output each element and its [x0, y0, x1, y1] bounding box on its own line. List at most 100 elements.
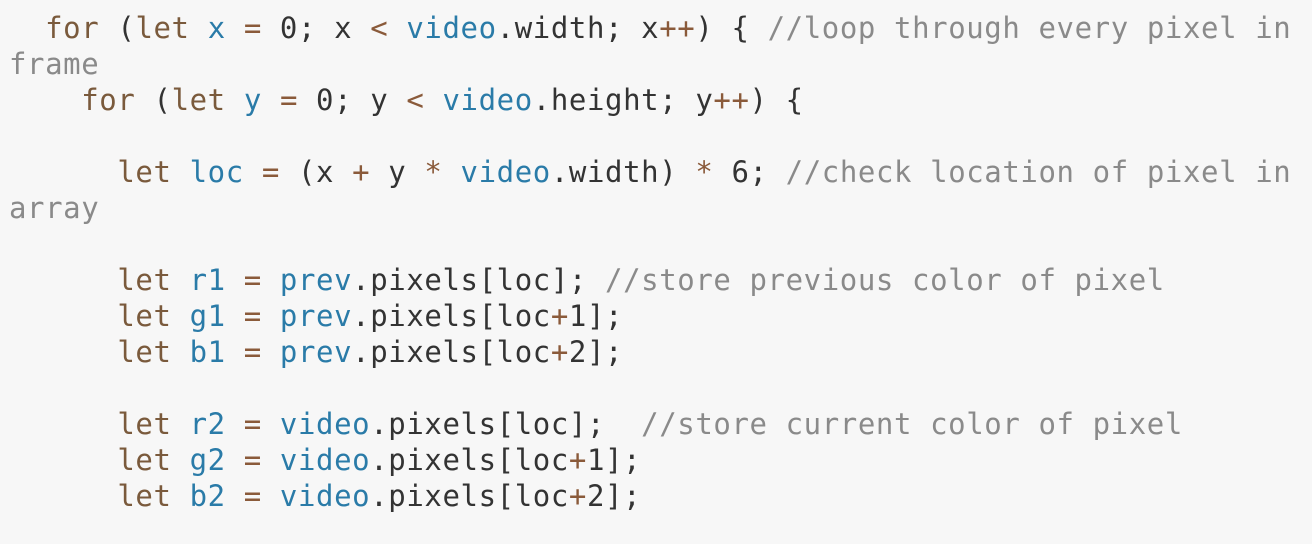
plain-token [9, 155, 117, 189]
identifier-token: video [279, 443, 371, 477]
keyword-token: let [117, 299, 172, 333]
plain-token: .pixels[loc [370, 479, 569, 513]
plain-token [262, 407, 280, 441]
operator-token: + [352, 155, 371, 189]
identifier-token: video [279, 407, 371, 441]
operator-token: = [243, 407, 262, 441]
identifier-token: loc [189, 155, 244, 189]
operator-token: = [243, 335, 262, 369]
operator-token: < [406, 83, 425, 117]
plain-token: .pixels[loc [352, 335, 551, 369]
plain-token: ( [99, 11, 136, 45]
code-line: let g2 = video.pixels[loc+1]; [9, 442, 1304, 478]
plain-token [9, 11, 45, 45]
operator-token: * [695, 155, 714, 189]
plain-token [9, 407, 117, 441]
identifier-token: video [460, 155, 551, 189]
keyword-token: let [135, 11, 190, 45]
identifier-token: b1 [189, 335, 226, 369]
code-line: for (let y = 0; y < video.height; y++) { [9, 82, 1304, 118]
plain-token [442, 155, 460, 189]
plain-token [262, 83, 280, 117]
plain-token: 2]; [568, 335, 624, 369]
operator-token: = [243, 299, 262, 333]
code-line: for (let x = 0; x < video.width; x++) { … [9, 10, 1304, 82]
code-line: let loc = (x + y * video.width) * 6; //c… [9, 154, 1304, 226]
plain-token [9, 263, 117, 297]
identifier-token: r1 [189, 263, 226, 297]
plain-token [9, 83, 81, 117]
plain-token: ( [135, 83, 172, 117]
code-line: let r2 = video.pixels[loc]; //store curr… [9, 406, 1304, 442]
plain-token [244, 155, 262, 189]
plain-token: 1]; [586, 443, 642, 477]
plain-token [262, 479, 280, 513]
identifier-token: b2 [189, 479, 226, 513]
operator-token: * [424, 155, 443, 189]
plain-token [226, 11, 244, 45]
operator-token: = [261, 155, 280, 189]
operator-token: + [550, 299, 569, 333]
plain-token [262, 335, 280, 369]
plain-token: .pixels[loc [352, 299, 551, 333]
identifier-token: video [406, 11, 497, 45]
identifier-token: video [442, 83, 533, 117]
plain-token [262, 299, 280, 333]
identifier-token: g2 [189, 443, 226, 477]
code-line: let b2 = video.pixels[loc+2]; [9, 478, 1304, 514]
plain-token: ) { [749, 83, 804, 117]
identifier-token: prev [279, 335, 353, 369]
plain-token: 0; x [261, 11, 371, 45]
keyword-token: let [117, 443, 172, 477]
plain-token: 6; [713, 155, 786, 189]
plain-token [226, 83, 244, 117]
comment-token: //loop through every pixel in frame [9, 11, 1310, 81]
plain-token [226, 335, 244, 369]
plain-token [226, 407, 244, 441]
operator-token: = [243, 443, 262, 477]
identifier-token: prev [279, 299, 353, 333]
operator-token: ++ [713, 83, 750, 117]
plain-token [9, 479, 117, 513]
plain-token: .pixels[loc [370, 443, 569, 477]
plain-token: y [370, 155, 425, 189]
comment-token: //store previous color of pixel [605, 263, 1165, 297]
plain-token: 2]; [586, 479, 642, 513]
plain-token: .pixels[loc]; [352, 263, 606, 297]
plain-token [172, 335, 190, 369]
code-line: let b1 = prev.pixels[loc+2]; [9, 334, 1304, 370]
plain-token [9, 335, 117, 369]
plain-token: .width) [550, 155, 696, 189]
plain-token [9, 299, 117, 333]
keyword-token: let [117, 479, 172, 513]
keyword-token: let [117, 335, 172, 369]
identifier-token: g1 [189, 299, 226, 333]
code-line [9, 370, 1304, 406]
code-line: let g1 = prev.pixels[loc+1]; [9, 298, 1304, 334]
code-line: let r1 = prev.pixels[loc]; //store previ… [9, 262, 1304, 298]
operator-token: = [243, 11, 262, 45]
plain-token [226, 299, 244, 333]
plain-token [262, 263, 280, 297]
plain-token [9, 443, 117, 477]
plain-token: 0; y [298, 83, 407, 117]
operator-token: = [243, 479, 262, 513]
operator-token: + [568, 479, 587, 513]
plain-token: .height; y [532, 83, 714, 117]
plain-token [190, 11, 208, 45]
identifier-token: prev [279, 263, 353, 297]
plain-token [172, 299, 190, 333]
operator-token: + [568, 443, 587, 477]
plain-token: ) { [695, 11, 768, 45]
code-block[interactable]: for (let x = 0; x < video.width; x++) { … [9, 10, 1304, 514]
code-line [9, 226, 1304, 262]
plain-token [226, 443, 244, 477]
operator-token: ++ [659, 11, 696, 45]
keyword-token: for [45, 11, 100, 45]
keyword-token: let [117, 263, 172, 297]
plain-token [424, 83, 442, 117]
operator-token: = [279, 83, 298, 117]
plain-token [262, 443, 280, 477]
plain-token [226, 263, 244, 297]
